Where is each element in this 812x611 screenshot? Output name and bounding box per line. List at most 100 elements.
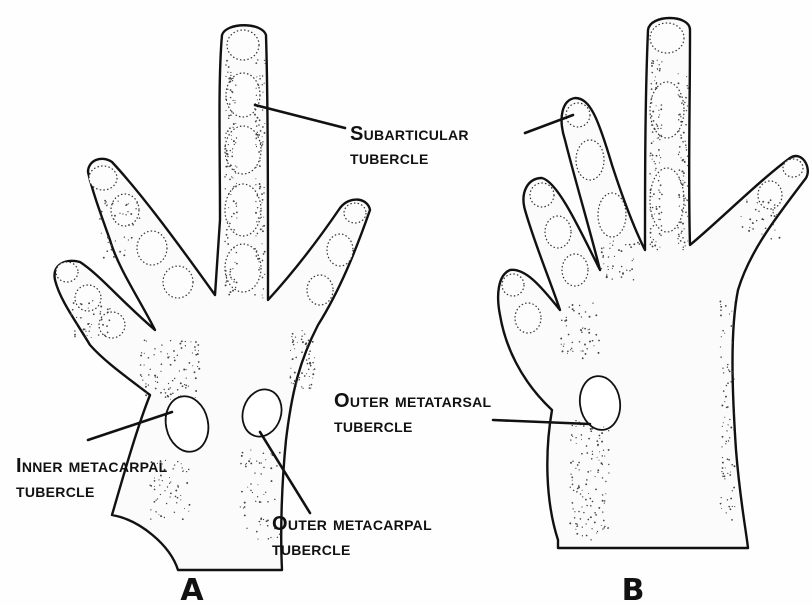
stipple-dot	[182, 467, 183, 468]
stipple-dot	[174, 512, 175, 513]
stipple-dot	[261, 193, 263, 195]
stipple-dot	[118, 201, 119, 202]
stipple-dot	[577, 464, 579, 466]
stipple-dot	[87, 323, 89, 325]
stipple-dot	[612, 245, 613, 246]
stipple-dot	[290, 368, 291, 369]
stipple-dot	[175, 496, 177, 498]
stipple-dot	[161, 363, 163, 365]
stipple-dot	[306, 346, 308, 348]
stipple-dot	[229, 223, 231, 225]
stipple-dot	[588, 329, 589, 330]
stipple-dot	[255, 120, 256, 121]
stipple-dot	[683, 246, 684, 247]
stipple-dot	[180, 382, 182, 384]
stipple-dot	[571, 434, 573, 436]
stipple-dot	[255, 235, 256, 236]
stipple-dot	[572, 308, 574, 310]
stipple-dot	[659, 64, 660, 65]
stipple-dot	[274, 499, 276, 501]
stipple-dot	[725, 443, 726, 444]
stipple-dot	[185, 345, 186, 346]
stipple-dot	[241, 455, 243, 457]
stipple-dot	[683, 172, 685, 174]
stipple-dot	[264, 132, 266, 134]
stipple-dot	[661, 225, 663, 227]
stipple-dot	[587, 471, 589, 473]
stipple-dot	[240, 463, 242, 465]
stipple-dot	[655, 76, 656, 77]
stipple-dot	[259, 165, 260, 166]
stipple-dot	[679, 178, 680, 179]
stipple-dot	[579, 469, 580, 470]
stipple-dot	[302, 330, 303, 331]
stipple-dot	[262, 260, 264, 262]
stipple-dot	[722, 467, 724, 469]
stipple-dot	[270, 453, 271, 454]
stipple-dot	[685, 245, 686, 246]
stipple-dot	[727, 364, 728, 365]
stipple-dot	[726, 512, 727, 513]
stipple-dot	[685, 97, 686, 98]
stipple-dot	[652, 159, 653, 160]
stipple-dot	[727, 424, 728, 425]
stipple-dot	[157, 382, 159, 384]
stipple-dot	[185, 384, 187, 386]
stipple-dot	[178, 396, 179, 397]
stipple-dot	[590, 430, 592, 432]
stipple-dot	[195, 390, 197, 392]
stipple-dot	[150, 369, 151, 370]
stipple-dot	[266, 520, 268, 522]
stipple-dot	[723, 372, 724, 373]
stipple-dot	[575, 420, 576, 421]
stipple-dot	[597, 531, 598, 532]
stipple-dot	[76, 317, 77, 318]
panel-label-b: B	[622, 573, 645, 606]
stipple-dot	[262, 126, 264, 128]
stipple-dot	[235, 142, 236, 143]
stipple-dot	[234, 262, 235, 263]
stipple-dot	[575, 468, 576, 469]
stipple-dot	[582, 535, 583, 536]
stipple-dot	[246, 463, 247, 464]
stipple-dot	[683, 195, 685, 197]
stipple-dot	[651, 241, 653, 243]
stipple-dot	[686, 147, 687, 148]
stipple-dot	[226, 280, 228, 282]
stipple-dot	[583, 425, 585, 427]
stipple-dot	[741, 216, 742, 217]
stipple-dot	[595, 334, 597, 336]
stipple-dot	[112, 203, 114, 205]
stipple-dot	[772, 209, 774, 211]
stipple-dot	[183, 470, 184, 471]
stipple-dot	[742, 226, 744, 228]
stipple-dot	[263, 225, 265, 227]
stipple-dot	[721, 405, 723, 407]
stipple-dot	[567, 353, 568, 354]
stipple-dot	[236, 183, 237, 184]
stipple-dot	[654, 128, 656, 130]
stipple-dot	[728, 440, 729, 441]
stipple-dot	[256, 195, 258, 197]
stipple-dot	[255, 144, 256, 145]
stipple-dot	[233, 100, 234, 101]
stipple-dot	[186, 471, 187, 472]
stipple-dot	[768, 202, 770, 204]
stipple-dot	[302, 388, 303, 389]
stipple-dot	[296, 386, 297, 387]
stipple-dot	[232, 290, 234, 292]
stipple-dot	[186, 482, 188, 484]
stipple-dot	[660, 108, 662, 110]
stipple-dot	[258, 217, 260, 219]
stipple-dot	[583, 512, 584, 513]
stipple-dot	[233, 229, 234, 230]
stipple-dot	[262, 277, 264, 279]
stipple-dot	[80, 317, 82, 319]
stipple-dot	[653, 225, 655, 227]
stipple-dot	[581, 331, 583, 333]
stipple-dot	[198, 368, 200, 370]
stipple-dot	[733, 487, 735, 489]
stipple-dot	[592, 501, 594, 503]
stipple-dot	[613, 241, 614, 242]
stipple-dot	[572, 461, 573, 462]
